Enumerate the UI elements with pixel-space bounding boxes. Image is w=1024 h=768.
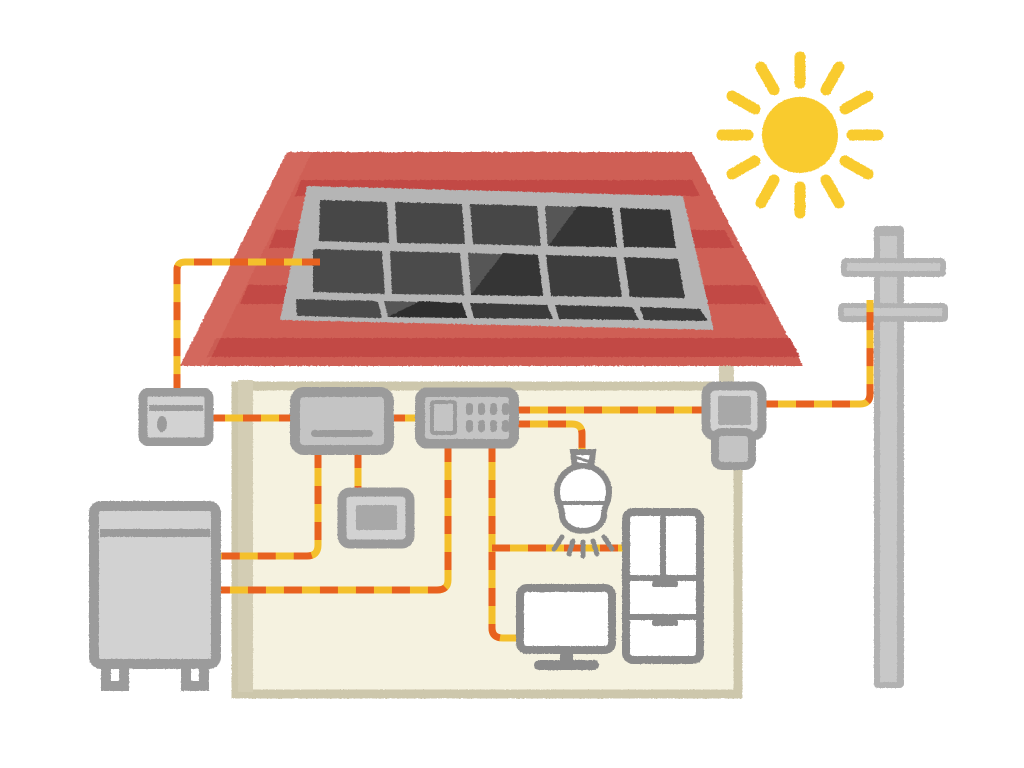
television-stand-neck [560,650,573,662]
television [516,584,616,670]
solar-cell [296,299,380,318]
television-screen [530,598,602,640]
breaker-switch [490,403,497,415]
light-bulb-thread [574,455,591,464]
power-conditioner-body [290,387,394,455]
utility-pole-crossarm-upper-highlight [847,263,940,271]
solar-cell-shade [548,206,617,247]
solar-cell [395,202,465,244]
solar-cell [620,208,676,248]
solar-cell [319,200,389,243]
solar-cell [390,251,464,295]
solar-cell [313,249,385,294]
breaker-switch [478,420,485,432]
breaker-switch [466,420,473,432]
sun-rays [716,51,884,219]
solar-cell [546,255,622,297]
sun [716,51,884,219]
electric-meter-base [711,428,756,470]
storage-battery-leg-left [101,664,129,691]
monitor-display [337,487,415,549]
junction-box-indicator [157,416,167,432]
junction-box [138,387,214,447]
distribution-board [415,387,519,449]
light-bulb-glass [553,462,613,535]
breaker-switch [502,420,509,432]
refrigerator [622,508,704,664]
breaker-switch-grid[interactable] [466,403,509,432]
power-conditioner [290,387,394,455]
utility-pole [838,226,948,688]
power-conditioner-vent [311,430,373,437]
storage-battery-cabinet [89,501,221,669]
solar-cell [555,305,639,320]
sun-disc [762,97,838,173]
electric-meter [701,381,767,470]
breaker-switch [490,420,497,432]
solar-panel-array [280,186,714,330]
utility-pole-crossarm-lower-highlight [844,308,942,316]
breaker-switch [502,403,509,415]
solar-cell-shade [471,253,543,296]
solar-cell [624,257,685,298]
breaker-switch [478,403,485,415]
solar-cell [640,307,708,321]
solar-cell [470,303,553,319]
refrigerator-drawer-handle-lower[interactable] [652,620,678,626]
house-left-pillar [238,380,253,692]
storage-battery-leg-right [181,664,209,691]
junction-box-body [138,387,214,447]
electric-meter-display [718,396,751,425]
light-bulb [551,449,615,559]
solar-cell-shade [388,301,467,318]
utility-pole-shaft-highlight [880,236,897,682]
solar-panel-cells [296,200,708,321]
breaker-switch [466,403,473,415]
storage-battery [89,501,221,691]
main-breaker[interactable] [430,400,457,435]
light-bulb-rays [551,534,615,559]
refrigerator-drawer-handle-upper[interactable] [652,581,678,587]
monitor-display-screen [356,505,397,530]
television-stand-base [534,660,599,670]
solar-cell [470,204,541,246]
